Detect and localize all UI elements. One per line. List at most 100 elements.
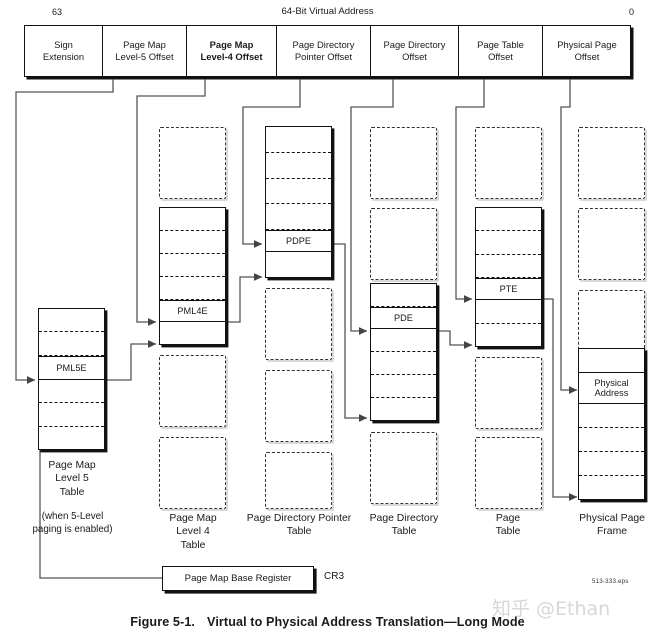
virtual-address-title: 64-Bit Virtual Address: [281, 6, 374, 17]
table-row: [266, 127, 331, 153]
va-field-line2: Extension: [42, 51, 85, 62]
ghost-table-pt-c: [475, 437, 542, 509]
ghost-table-pml4-c: [159, 437, 226, 509]
label-line: Page: [495, 513, 521, 524]
va-field-sign-extension: Sign Extension: [25, 26, 103, 76]
va-field-line1: Page Table: [477, 39, 524, 51]
entry-line: Address: [594, 388, 629, 398]
table-row: [476, 324, 541, 346]
ghost-table-pt-a: [475, 127, 542, 199]
label-line: Page Map: [48, 460, 96, 471]
table-row: [476, 300, 541, 324]
table-page-directory-pointer: PDPE: [265, 126, 332, 278]
va-field-pml4-offset: Page Map Level-4 Offset: [187, 26, 277, 76]
ghost-table-pml4-b: [159, 355, 226, 427]
table-entry-pte[interactable]: PTE: [476, 278, 541, 301]
table-entry-pdpe[interactable]: PDPE: [266, 230, 331, 253]
table-row: [371, 398, 436, 420]
table-row: [39, 332, 104, 356]
table-row: [160, 277, 225, 300]
table-row: [266, 153, 331, 179]
label-page-table: Page Table: [466, 512, 550, 539]
table-row: [266, 252, 331, 277]
va-field-pd-offset: Page Directory Offset: [371, 26, 459, 76]
va-field-line1: Physical Page: [557, 39, 617, 51]
table-row: [371, 352, 436, 375]
table-page-map-level-5: PML5E: [38, 308, 105, 450]
label-line: Table: [59, 486, 85, 498]
ghost-frame-a: [578, 127, 645, 199]
table-row: [579, 404, 644, 428]
table-row: [371, 329, 436, 352]
table-row: [160, 208, 225, 231]
table-row: [266, 179, 331, 205]
label-page-map-level-5-table: Page Map Level 5 Table: [21, 459, 123, 499]
va-field-line1: Page Directory: [292, 39, 355, 51]
table-row: [160, 231, 225, 254]
label-line: Level 5: [55, 473, 89, 485]
page-map-base-register-box[interactable]: Page Map Base Register: [162, 566, 314, 591]
va-field-line2: Offset: [402, 51, 427, 62]
ghost-table-pt-b: [475, 357, 542, 429]
ghost-frame-c: [578, 290, 645, 352]
label-line: Table: [495, 526, 521, 538]
virtual-address-bar: Sign Extension Page Map Level-5 Offset P…: [24, 25, 631, 77]
table-row: [579, 476, 644, 499]
note-five-level-paging: (when 5-Level paging is enabled): [9, 510, 136, 536]
label-page-map-level-4-table: Page Map Level 4 Table: [142, 512, 244, 552]
ghost-table-pd-b: [370, 208, 437, 280]
label-page-directory-table: Page Directory Table: [352, 512, 456, 539]
label-line: Page Directory: [369, 513, 439, 524]
label-physical-page-frame: Physical Page Frame: [567, 512, 655, 539]
ghost-table-pd-a: [370, 127, 437, 199]
table-row: [579, 349, 644, 372]
label-line: Physical Page: [579, 513, 645, 524]
va-field-line2: Offset: [574, 51, 600, 62]
ghost-frame-b: [578, 208, 645, 280]
note-line: paging is enabled): [32, 524, 113, 535]
label-line: Table: [391, 526, 417, 538]
table-row: [476, 231, 541, 255]
table-row: [39, 309, 104, 333]
table-entry-pml4e[interactable]: PML4E: [160, 300, 225, 322]
figure-caption-text: Virtual to Physical Address Translation—…: [207, 615, 525, 629]
ghost-table-pml4-a: [159, 127, 226, 199]
va-field-pt-offset: Page Table Offset: [459, 26, 543, 76]
label-line: Page Map: [169, 513, 217, 524]
table-row: [371, 375, 436, 398]
table-row: [39, 403, 104, 427]
table-row: [579, 452, 644, 476]
va-field-line1: Sign: [54, 39, 73, 51]
entry-line: Physical: [594, 377, 629, 388]
ghost-table-pdp-a: [265, 288, 332, 360]
va-field-line2: Offset: [488, 51, 513, 62]
ghost-table-pdp-c: [265, 452, 332, 509]
label-line: Page Directory Pointer: [246, 513, 352, 524]
va-field-line2: Level-5 Offset: [115, 51, 174, 62]
va-field-pdp-offset: Page Directory Pointer Offset: [277, 26, 371, 76]
va-field-line1: Page Map: [209, 39, 254, 51]
va-field-pml5-offset: Page Map Level-5 Offset: [103, 26, 187, 76]
table-row: [160, 322, 225, 344]
va-field-line1: Page Directory: [383, 39, 446, 51]
table-entry-physical-address[interactable]: Physical Address: [579, 372, 644, 404]
table-page-table: PTE: [475, 207, 542, 347]
table-entry-pde[interactable]: PDE: [371, 307, 436, 329]
figure-caption-number: Figure 5-1.: [130, 615, 196, 629]
va-field-line2: Pointer Offset: [294, 51, 353, 62]
table-row: [476, 255, 541, 279]
va-field-line2: Level-4 Offset: [200, 51, 263, 62]
table-entry-pml5e[interactable]: PML5E: [39, 355, 104, 380]
bit-label-low: 0: [629, 7, 635, 17]
eps-source-tag: 513-333.eps: [592, 578, 629, 585]
label-line: Level 4: [176, 526, 210, 538]
va-field-physical-page-offset: Physical Page Offset: [543, 26, 631, 76]
table-row: [160, 254, 225, 277]
table-physical-page-frame: Physical Address: [578, 348, 645, 500]
ghost-table-pd-c: [370, 432, 437, 504]
va-field-line1: Page Map: [123, 39, 166, 51]
bit-label-high: 63: [52, 7, 63, 17]
table-row: [266, 204, 331, 231]
